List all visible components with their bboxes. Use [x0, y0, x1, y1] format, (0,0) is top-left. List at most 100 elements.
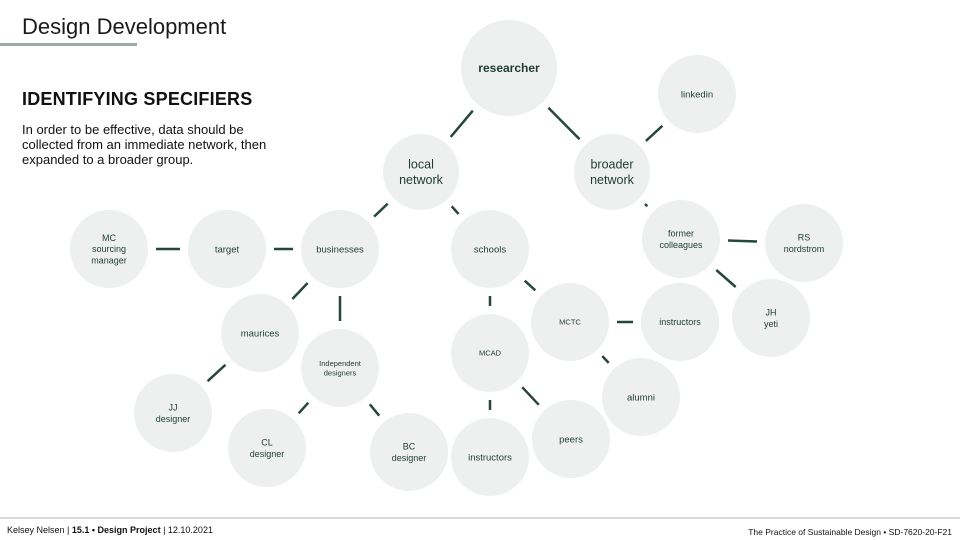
node-circle-businesses: [301, 210, 379, 288]
node-circle-indep: [301, 329, 379, 407]
edge-mctc-alumni: [601, 355, 610, 364]
edge-researcher-local: [449, 109, 474, 138]
node-linkedin: linkedin: [658, 55, 736, 133]
edge-former-jh: [715, 269, 737, 288]
edge-broader-former: [644, 203, 649, 208]
node-label-line: BC: [403, 442, 416, 452]
node-label-line: CL: [261, 438, 273, 448]
node-alumni: alumni: [602, 358, 680, 436]
node-label-line: MC: [102, 233, 116, 243]
edge-maurices-jj: [206, 363, 227, 383]
node-label-line: network: [590, 173, 635, 187]
edge-mcad-peers: [521, 386, 540, 406]
node-label-line: JJ: [169, 403, 178, 413]
node-researcher: researcher: [461, 20, 557, 116]
node-label-line: linkedin: [681, 89, 713, 100]
node-label-line: network: [399, 173, 444, 187]
node-circle-rs: [765, 204, 843, 282]
edge-indep-bc: [368, 403, 381, 417]
node-instr1: instructors: [641, 283, 719, 361]
node-circle-instr1: [641, 283, 719, 361]
node-label-line: colleagues: [659, 240, 703, 250]
node-instr2: instructors: [451, 418, 529, 496]
node-circle-jj: [134, 374, 212, 452]
node-label-line: target: [215, 244, 240, 255]
node-circle-target: [188, 210, 266, 288]
node-label-researcher: researcher: [478, 61, 540, 75]
node-label-businesses: businesses: [316, 244, 364, 255]
node-label-peers: peers: [559, 434, 583, 445]
edge-businesses-maurices: [291, 282, 309, 300]
node-label-schools: schools: [474, 244, 506, 255]
node-label-instr1: instructors: [659, 317, 701, 327]
node-label-line: maurices: [241, 328, 280, 339]
node-label-line: yeti: [764, 319, 778, 329]
node-circle-instr2: [451, 418, 529, 496]
diagram-edges: [156, 106, 758, 417]
node-circle-local: [383, 134, 459, 210]
edge-schools-mctc: [523, 279, 537, 292]
edge-broader-linkedin: [645, 124, 664, 142]
node-label-mcad: MCAD: [479, 349, 502, 358]
node-label-line: designer: [392, 453, 427, 463]
node-label-line: local: [408, 158, 434, 172]
node-label-line: MCTC: [559, 318, 581, 327]
node-label-line: MCAD: [479, 349, 502, 358]
node-circle-cl: [228, 409, 306, 487]
node-label-line: former: [668, 229, 694, 239]
edge-local-businesses: [373, 202, 389, 218]
node-circle-former: [642, 200, 720, 278]
node-label-line: designer: [156, 414, 191, 424]
node-target: target: [188, 210, 266, 288]
node-label-line: businesses: [316, 244, 364, 255]
edge-researcher-broader: [547, 106, 581, 141]
node-circle-bc: [370, 413, 448, 491]
section-description: In order to be effective, data should be…: [22, 122, 267, 167]
edge-local-schools: [450, 205, 460, 215]
node-circle-peers: [532, 400, 610, 478]
node-label-line: designer: [250, 449, 285, 459]
node-label-line: nordstrom: [784, 244, 825, 254]
node-label-line: alumni: [627, 392, 655, 403]
node-peers: peers: [532, 400, 610, 478]
node-label-line: instructors: [468, 452, 512, 463]
node-label-target: target: [215, 244, 240, 255]
node-label-line: RS: [798, 233, 811, 243]
node-mcad: MCAD: [451, 314, 529, 392]
node-label-line: sourcing: [92, 244, 126, 254]
node-circle-mc: [70, 210, 148, 288]
footer-credits: Kelsey Nelsen | 15.1 • Design Project | …: [7, 525, 213, 535]
node-circle-maurices: [221, 294, 299, 372]
node-circle-schools: [451, 210, 529, 288]
node-label-alumni: alumni: [627, 392, 655, 403]
node-label-line: instructors: [659, 317, 701, 327]
node-mctc: MCTC: [531, 283, 609, 361]
footer-separator: |: [160, 525, 168, 535]
node-circle-alumni: [602, 358, 680, 436]
node-label-line: researcher: [478, 61, 540, 75]
node-circle-mctc: [531, 283, 609, 361]
node-label-line: designers: [324, 368, 357, 377]
footer-author: Kelsey Nelsen: [7, 525, 65, 535]
edge-indep-cl: [297, 401, 310, 415]
footer-date: 12.10.2021: [167, 525, 213, 535]
footer-separator: |: [64, 525, 72, 535]
node-label-line: broader: [590, 158, 633, 172]
